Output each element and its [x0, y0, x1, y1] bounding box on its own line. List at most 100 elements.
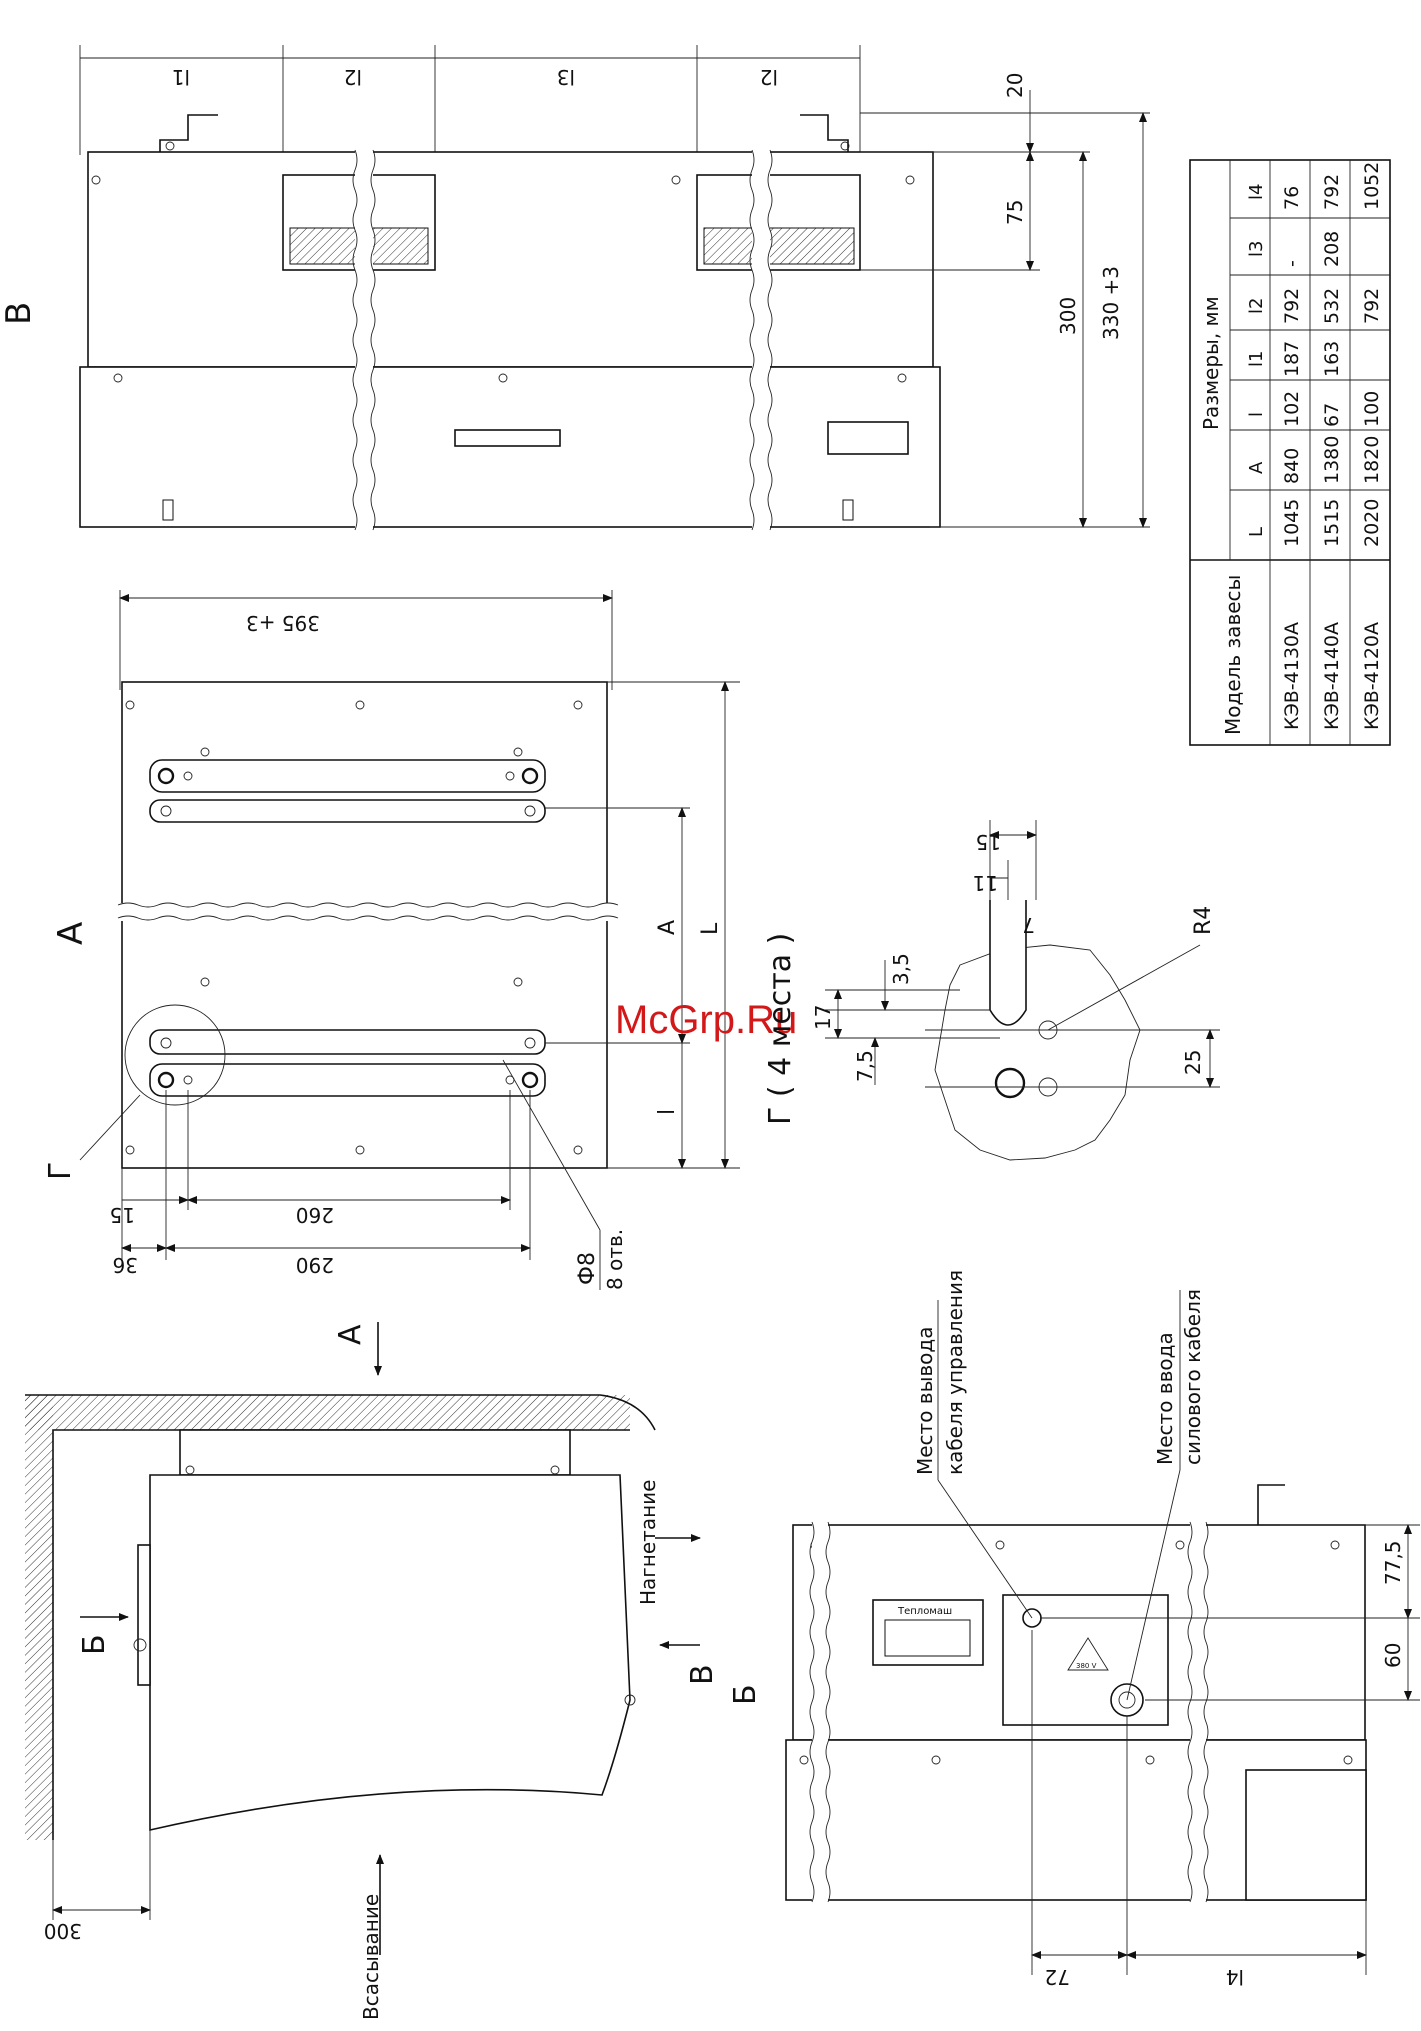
dim-l3: l3 [557, 65, 575, 89]
terminal-marks [162, 499, 854, 521]
dim-7-detail: 7 [1022, 913, 1035, 937]
dim-r4: R4 [1191, 906, 1216, 935]
detail-g-view: Г ( 4 места ) 15 11 7 R4 3,5 17 7,5 25 [763, 820, 1220, 1161]
mounting-bracket-right [800, 114, 849, 152]
table-cell-l3: 208 [1321, 231, 1343, 267]
table-cell-l3: - [1281, 260, 1303, 267]
mounting-plate-upper [121, 681, 608, 911]
dim-36: 36 [113, 1253, 138, 1277]
wall-ceiling-hatch [25, 1395, 630, 1430]
dim-l2-left: l2 [344, 65, 362, 89]
dimensions-table: Размеры, мм Модель завесы L Al l1 l2 l3 l4 КЭ… [1189, 159, 1391, 746]
side-dims: 300 [44, 1830, 151, 1943]
right-dimensions-top: 20 75 300 330 +3 [860, 73, 1150, 528]
front-dims: 77,5 60 72 l4 [1031, 1524, 1420, 1989]
table-cell-A: 1380 [1321, 436, 1343, 484]
dim-75: 75 [1003, 200, 1027, 225]
dim-60: 60 [1381, 1643, 1405, 1668]
dim-300-side: 300 [44, 1919, 82, 1943]
dim-L: L [698, 922, 723, 935]
dim-7-5: 7,5 [853, 1050, 877, 1082]
detail-g-title: Г ( 4 места ) [763, 933, 798, 1125]
warning-plate-top [827, 421, 909, 455]
table-cell-l: 67 [1321, 403, 1343, 427]
table-headers: L Al l1 l2 l3 l4 [1246, 184, 1267, 537]
table-col-header-l1: l1 [1246, 351, 1267, 367]
table-col-header-l2: l2 [1246, 298, 1267, 314]
screws-top [91, 141, 915, 383]
view-a-label: А [51, 922, 91, 945]
dim-260: 260 [296, 1203, 334, 1227]
hole-count: 8 отв. [603, 1229, 627, 1290]
dim-395: 395 +3 [246, 611, 320, 635]
detail-g-dimensions: 15 11 7 R4 3,5 17 7,5 25 [811, 820, 1220, 1088]
power-cable-label-2: силового кабеля [1181, 1289, 1205, 1465]
table-cell-A: 840 [1281, 448, 1303, 484]
mounting-bracket-left [159, 114, 218, 152]
arrow-b2-label: Б [728, 1684, 763, 1705]
dim-25: 25 [1181, 1050, 1205, 1075]
arrow-b-label: Б [77, 1634, 112, 1655]
view-v-label: В [0, 302, 39, 325]
voltage-label: 380 V [1076, 1662, 1097, 1670]
table-model-header: Модель завесы [1221, 575, 1245, 735]
right-dims-a-view: A L l [545, 681, 740, 1169]
curtain-lower-panel [79, 366, 941, 528]
intake-label: Всасывание [359, 1894, 383, 2020]
mounting-holes [157, 767, 539, 1089]
ceiling-mount [179, 1429, 571, 1476]
table-row-lines [1230, 217, 1390, 491]
table-model-cell: КЭВ-4130А [1281, 622, 1303, 730]
table-cell-l4: 1052 [1361, 162, 1383, 210]
view-a: А 395 +3 [43, 590, 740, 1290]
table-cell-l1: 187 [1281, 341, 1303, 377]
view-v: В l1 l2 l3 l2 [0, 45, 1150, 531]
dim-20: 20 [1003, 73, 1027, 98]
dim-3-5: 3,5 [889, 953, 913, 985]
table-cell-l4: 76 [1281, 186, 1303, 210]
dim-72: 72 [1045, 1965, 1070, 1989]
plate-screws [125, 700, 583, 1155]
mounting-rails [149, 759, 546, 1097]
control-cable-label-2: кабеля управления [943, 1270, 967, 1475]
arrow-a-label: А [333, 1324, 368, 1345]
dim-l1: l1 [172, 65, 190, 89]
table-col-header-L: L [1246, 527, 1267, 537]
break-lines-top [352, 148, 773, 531]
power-cable-label-1: Место ввода [1153, 1332, 1177, 1465]
table-cell-L: 1045 [1281, 499, 1303, 547]
table-cell-l4: 792 [1321, 174, 1343, 210]
table-col-header-l4: l4 [1246, 184, 1267, 200]
table-model-cell: КЭВ-4140А [1321, 622, 1343, 730]
table-cell-l1: 163 [1321, 341, 1343, 377]
detail-g-marker: Г [43, 1162, 78, 1180]
unit-side-profile [149, 1474, 631, 1832]
table-col-header-l: l [1246, 412, 1267, 417]
table-cell-l2: 532 [1321, 288, 1343, 324]
dim-A: A [655, 920, 680, 935]
dim-l4-front: l4 [1226, 1965, 1244, 1989]
dim-300-top: 300 [1056, 297, 1080, 335]
side-section-view: А Б В Б Нагнетание Всасывание 300 [25, 1322, 763, 2020]
table-cell-L: 1515 [1321, 499, 1343, 547]
hole-callout: Ф8 8 отв. [502, 1059, 627, 1290]
table-cell-l2: 792 [1361, 288, 1383, 324]
table-col-header-A: A [1246, 461, 1267, 474]
dim-11-detail: 11 [973, 871, 998, 895]
bottom-dims-a-view: 15 260 36 290 [110, 1090, 531, 1277]
dim-77-5: 77,5 [1381, 1540, 1405, 1585]
table-cell-l: 102 [1281, 391, 1303, 427]
brand-label-front: Тепломаш [897, 1606, 952, 1617]
table-cell-l2: 792 [1281, 288, 1303, 324]
table-title: Размеры, мм [1199, 296, 1223, 430]
table-col-header-l3: l3 [1246, 241, 1267, 257]
discharge-label: Нагнетание [636, 1480, 660, 1605]
dim-15-detail: 15 [976, 830, 1001, 854]
terminal-box [1002, 1594, 1169, 1726]
dim-330: 330 +3 [1099, 266, 1123, 340]
brand-nameplate-top [454, 429, 561, 447]
high-voltage-sign [1067, 1637, 1109, 1671]
table-model-cell: КЭВ-4120А [1361, 622, 1383, 730]
